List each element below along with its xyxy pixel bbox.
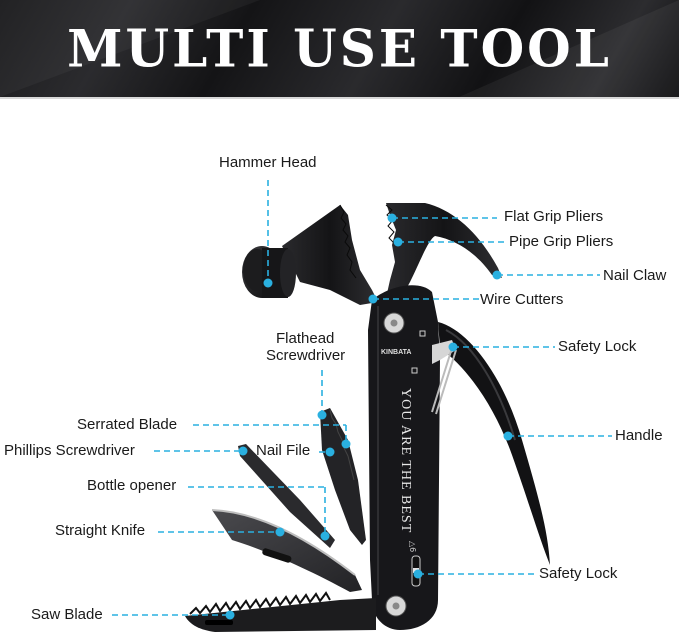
banner-title: MULTI USE TOOL [67, 18, 612, 79]
label-safety-lock-top: Safety Lock [558, 338, 637, 355]
hammer-jaw-left [282, 205, 378, 305]
callout-dots [225, 213, 513, 620]
banner-facet [0, 0, 260, 97]
claw-jaw-right [386, 203, 502, 300]
label-flat-grip-pliers: Flat Grip Pliers [504, 208, 604, 225]
label-flathead-screwdriver-line2: Screwdriver [266, 347, 346, 364]
label-straight-knife: Straight Knife [55, 522, 146, 539]
label-nail-claw: Nail Claw [603, 267, 667, 284]
nail-file-blade [320, 408, 366, 545]
label-handle: Handle [615, 427, 663, 444]
straight-knife-blade [212, 510, 362, 592]
label-phillips-screwdriver: Phillips Screwdriver [4, 442, 135, 459]
label-serrated-blade: Serrated Blade [77, 416, 178, 433]
label-hammer-head: Hammer Head [219, 154, 317, 171]
phillips-blade [238, 444, 335, 548]
title-banner: MULTI USE TOOL [0, 0, 679, 99]
label-flathead-screwdriver-line1: Flathead [276, 330, 335, 347]
callout-lines [112, 180, 612, 616]
engraving-text: YOU ARE THE BEST [398, 388, 413, 533]
label-wire-cutters: Wire Cutters [480, 291, 564, 308]
label-saw-blade: Saw Blade [31, 606, 103, 623]
svg-text:△6: △6 [408, 541, 417, 552]
curved-handle [438, 322, 550, 565]
label-bottle-opener: Bottle opener [87, 477, 177, 494]
label-nail-file: Nail File [256, 442, 311, 459]
label-safety-lock-bottom: Safety Lock [539, 565, 618, 582]
brand-text: KINBATA [381, 349, 411, 356]
tool-body [368, 285, 440, 630]
label-pipe-grip-pliers: Pipe Grip Pliers [509, 233, 614, 250]
banner-facet [459, 0, 679, 97]
